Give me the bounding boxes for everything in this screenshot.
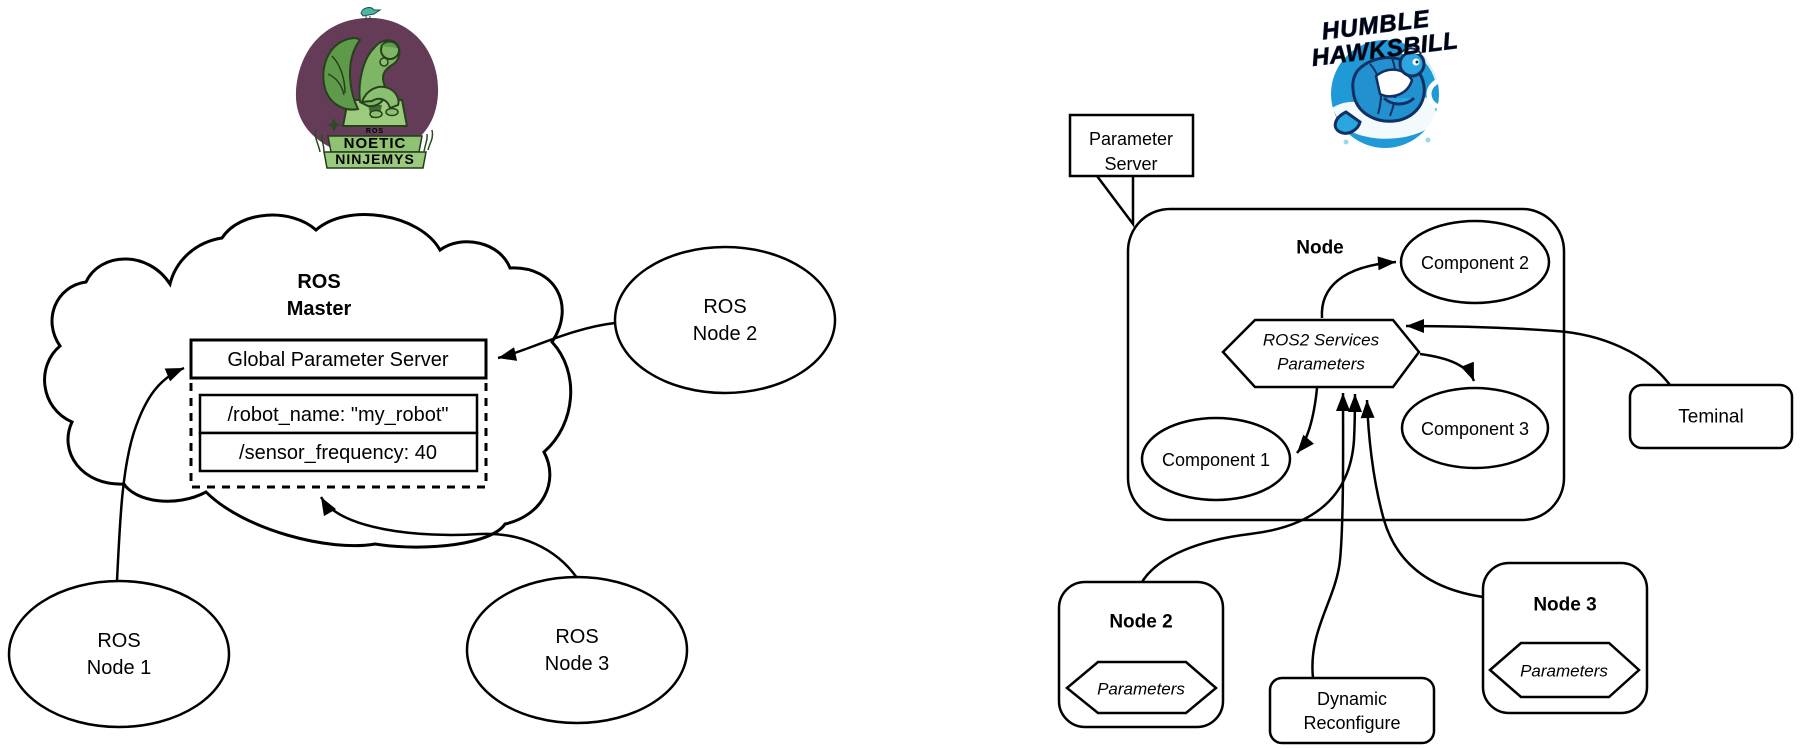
node-2-parameters-label: Parameters <box>1097 680 1185 699</box>
ros-node-1-line2: Node 1 <box>87 657 152 679</box>
ros-c-bracket-icon <box>1426 77 1446 111</box>
component-2-label: Component 2 <box>1421 253 1529 273</box>
turtle-thinker-statue <box>322 36 401 119</box>
global-parameter-server-label: Global Parameter Server <box>227 349 449 371</box>
logo-banner-bottom <box>323 151 427 169</box>
arrow-hex-to-component3 <box>1419 352 1476 382</box>
noetic-ninjemys-logo: ROS NOETIC NINJEMYS <box>295 7 439 169</box>
arrow-hex-to-component1 <box>1296 387 1319 454</box>
terminal-label: Teminal <box>1678 407 1743 428</box>
param-row-1-label: /robot_name: "my_robot" <box>228 404 449 426</box>
ros-node-1-ellipse <box>7 579 231 729</box>
param-row-2 <box>198 431 479 473</box>
component-3-label: Component 3 <box>1421 419 1529 439</box>
ros-master-label-line2: Master <box>287 298 352 320</box>
params-dashed-box <box>189 376 488 489</box>
ros-node-2-line2: Node 2 <box>693 323 758 345</box>
dynamic-reconfigure-box <box>1268 676 1436 745</box>
arrow-node3-to-hex <box>1360 399 1484 599</box>
component-2-ellipse <box>1399 219 1551 305</box>
callout-line1: Parameter <box>1089 129 1173 149</box>
ros-node-1-line1: ROS <box>97 630 140 652</box>
spray-dot-2 <box>1425 137 1431 143</box>
ros-master-label-line1: ROS <box>297 271 340 293</box>
node-3-parameters-hexagon <box>1488 641 1641 699</box>
callout-pointer <box>1096 175 1135 228</box>
dynamic-reconfigure-line2: Reconfigure <box>1303 713 1400 733</box>
turtle-surfer <box>1333 47 1426 135</box>
node-2-parameters-hexagon <box>1065 660 1218 715</box>
humble-hawksbill-logo: HUMBLE HAWKSBILL <box>1310 5 1460 148</box>
grass-left <box>314 129 325 153</box>
bird-icon <box>360 7 382 20</box>
ros-node-2-line1: ROS <box>703 296 746 318</box>
terminal-box <box>1628 383 1794 450</box>
ros-master-cloud <box>43 213 573 549</box>
ros2-services-line2: Parameters <box>1277 355 1365 374</box>
arrow-node1-to-gps <box>115 366 185 582</box>
node-3-title: Node 3 <box>1533 595 1596 616</box>
grass-right <box>423 129 434 153</box>
logo-title-line2: NINJEMYS <box>335 151 415 167</box>
arrow-hex-to-component2 <box>1320 256 1397 319</box>
component-1-label: Component 1 <box>1162 450 1270 470</box>
dynamic-reconfigure-line1: Dynamic <box>1317 689 1387 709</box>
param-row-2-label: /sensor_frequency: 40 <box>239 442 437 464</box>
star-sparkle-icon <box>327 118 341 132</box>
component-3-ellipse <box>1400 386 1550 470</box>
ros2-services-hexagon <box>1221 318 1421 389</box>
arrow-terminal-to-hex <box>1405 319 1671 386</box>
arrow-node2-to-hex <box>1140 393 1362 583</box>
node-3-parameters-label: Parameters <box>1520 662 1608 681</box>
spray-dot-1 <box>1343 139 1349 145</box>
callout-line2: Server <box>1104 154 1157 174</box>
node-container-label: Node <box>1296 238 1344 259</box>
logo-title-line1: NOETIC <box>344 135 407 152</box>
ros-node-3-ellipse <box>465 575 689 725</box>
arrow-node2-to-gps <box>497 321 616 361</box>
component-1-ellipse <box>1140 416 1292 502</box>
ros-node-3-line1: ROS <box>555 626 598 648</box>
logo-ros-text: ROS <box>366 128 384 135</box>
ros-node-3-line2: Node 3 <box>545 653 610 675</box>
spray-dot-3 <box>1436 52 1440 56</box>
ros-node-2-ellipse <box>613 245 837 395</box>
arrow-node3-to-params <box>319 496 579 579</box>
arrow-dynamic-reconfigure-to-hex <box>1311 392 1351 679</box>
parameter-server-callout <box>1068 113 1195 178</box>
global-parameter-server-box <box>189 338 488 380</box>
param-row-1 <box>198 393 479 435</box>
node-2-title: Node 2 <box>1109 612 1172 633</box>
ros2-services-line1: ROS2 Services <box>1263 331 1380 350</box>
